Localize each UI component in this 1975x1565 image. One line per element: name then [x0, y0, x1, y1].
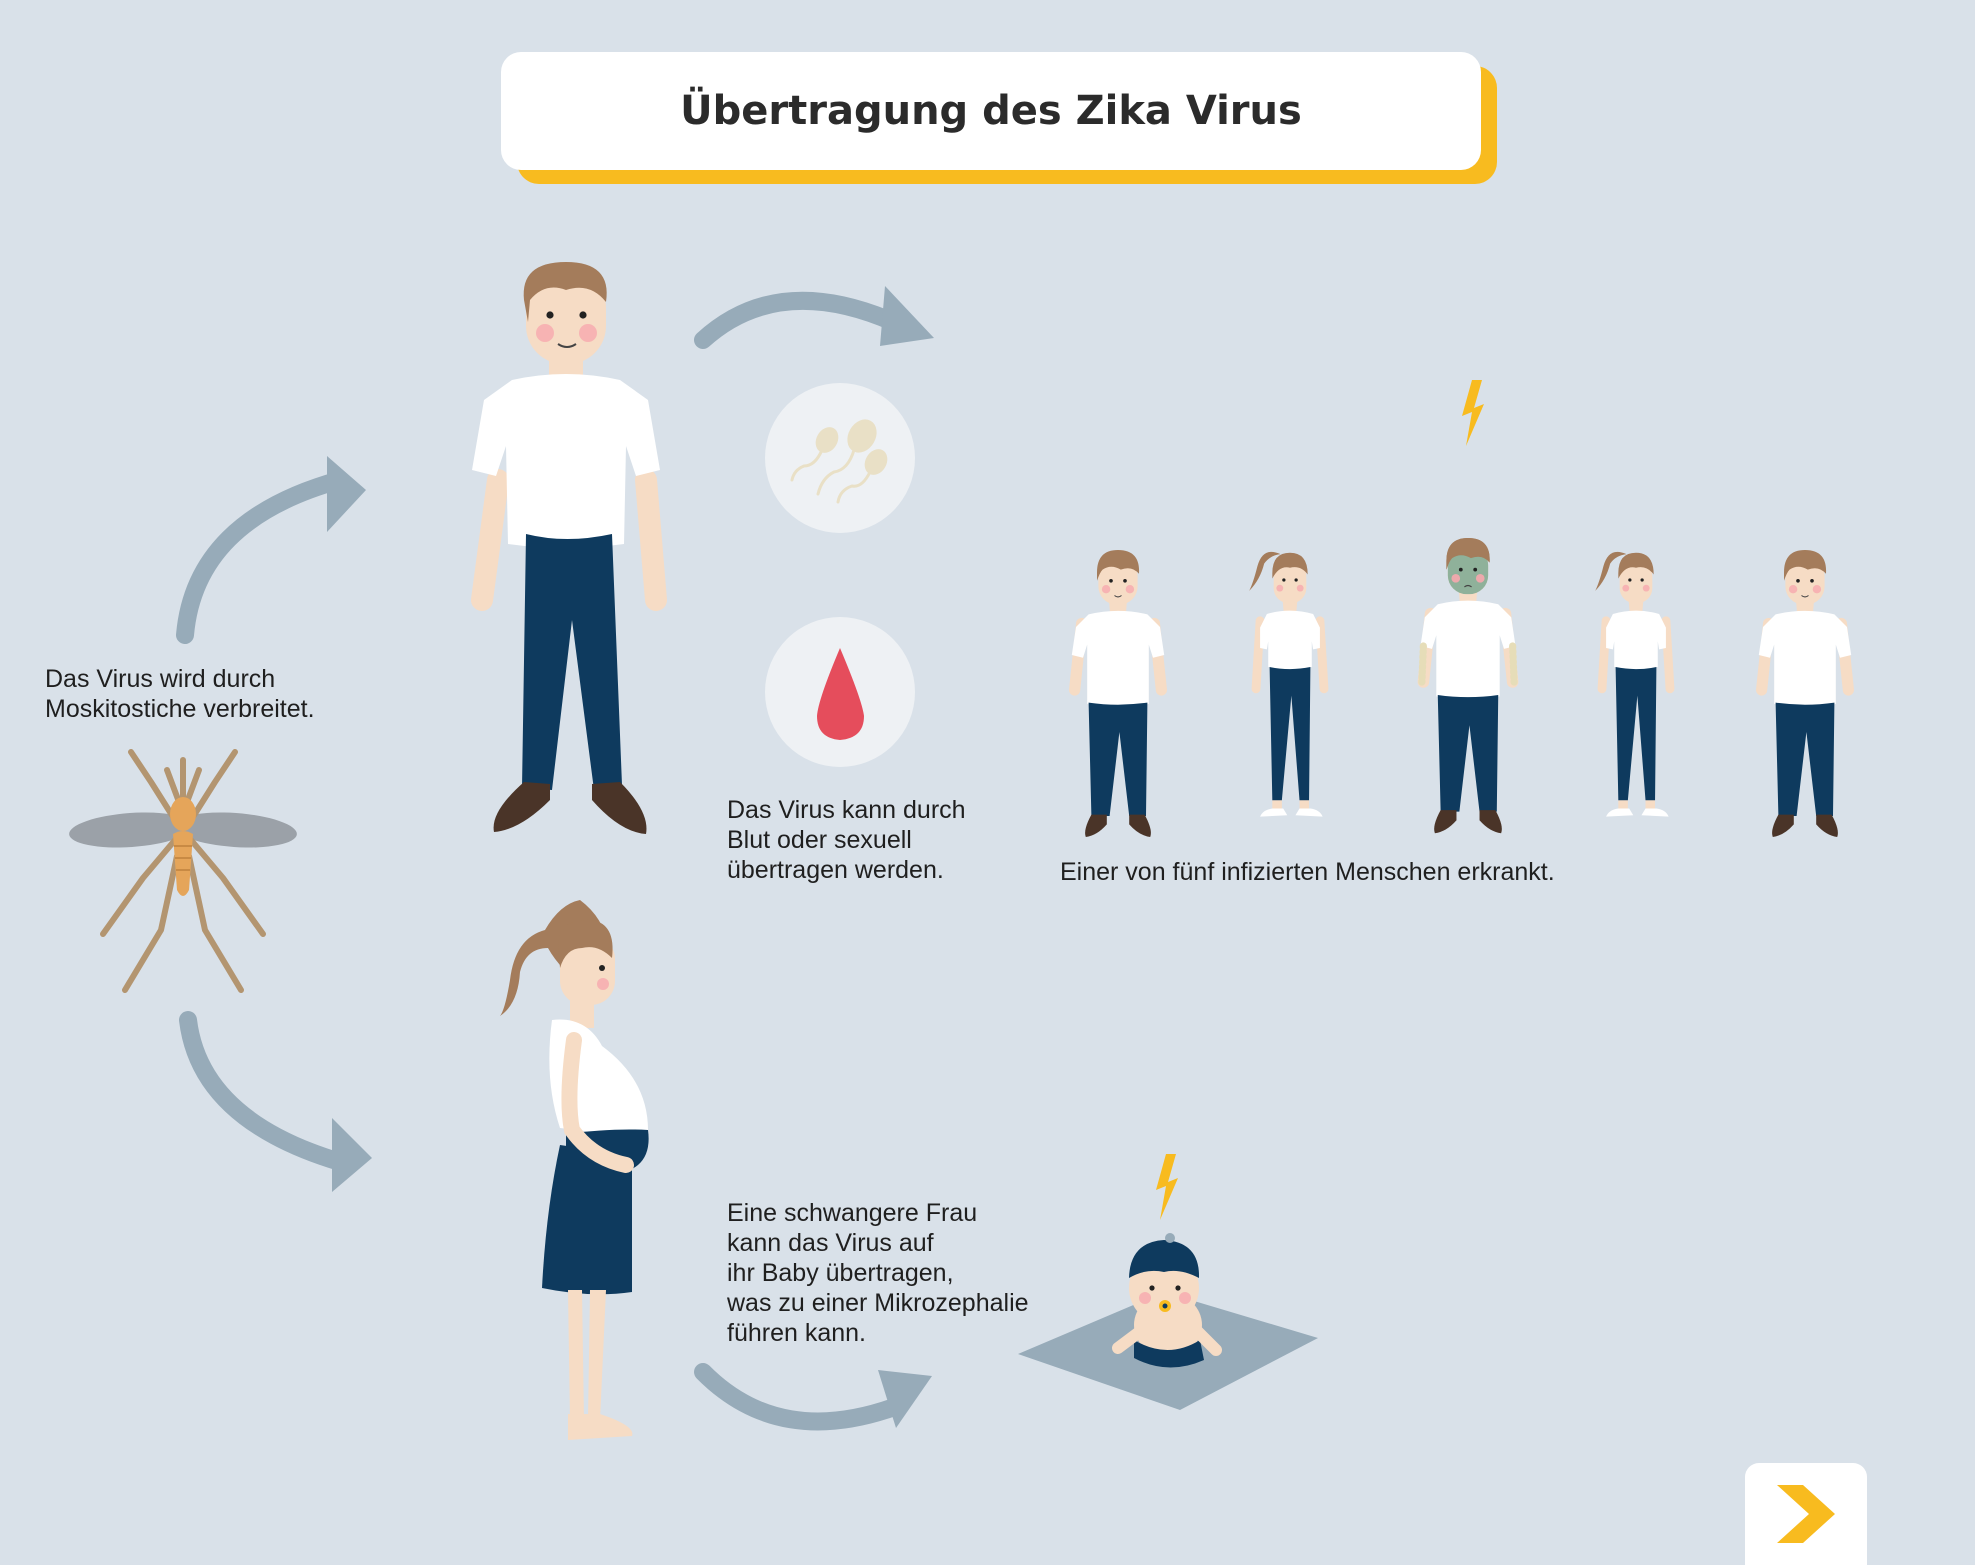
title-box: Übertragung des Zika Virus [501, 52, 1481, 170]
arrow-mosquito-to-woman [179, 1011, 372, 1192]
person-4 [1595, 552, 1670, 817]
title-card: Übertragung des Zika Virus [501, 52, 1497, 184]
person-2 [1249, 552, 1324, 817]
caption-blood-sexual: Das Virus kann durch Blut oder sexuell ü… [727, 796, 966, 884]
caption-pregnancy: Eine schwangere Frau kann das Virus auf … [727, 1199, 1029, 1347]
next-button[interactable] [1745, 1463, 1867, 1565]
lightning-icon [1462, 380, 1484, 446]
person-group [1072, 538, 1851, 837]
mosquito-icon [69, 749, 297, 993]
baby-on-mat [1018, 1233, 1318, 1410]
page-title: Übertragung des Zika Virus [680, 88, 1302, 134]
caption-one-in-five: Einer von fünf infizierten Menschen erkr… [1060, 858, 1555, 886]
arrow-man-to-group [694, 286, 934, 349]
blood-drop-icon [765, 617, 915, 767]
caption-mosquito: Das Virus wird durch Moskitostiche verbr… [45, 665, 315, 723]
person-1 [1072, 550, 1164, 837]
person-5 [1759, 550, 1851, 837]
lightning-icon [1156, 1154, 1178, 1220]
sperm-icon [765, 383, 915, 533]
person-sick [1420, 538, 1515, 833]
arrow-mosquito-to-man [176, 456, 366, 644]
arrow-woman-to-baby [694, 1363, 932, 1431]
man-figure [471, 262, 667, 834]
pregnant-woman-figure [500, 900, 649, 1440]
chevron-right-icon [1777, 1485, 1835, 1543]
